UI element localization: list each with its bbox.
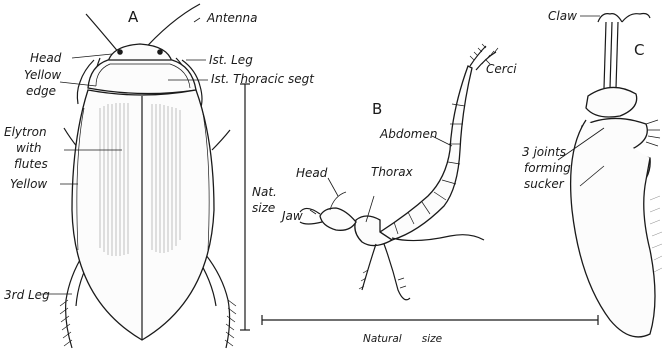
panel-label-b: B (372, 100, 382, 118)
panel-label-c: C (634, 41, 644, 59)
panel-label-a: A (128, 8, 139, 26)
label-joints-line1: 3 joints (522, 145, 566, 159)
label-natural-size: Natural size (363, 333, 442, 345)
label-third-leg: 3rd Leg (4, 288, 50, 302)
label-elytron-line1: Elytron (4, 125, 47, 139)
label-first-thoracic-segment: Ist. Thoracic segt (211, 72, 315, 86)
nat-size-scale-bar (240, 84, 250, 330)
label-elytron-line2: with (16, 141, 41, 155)
label-joints-line3: sucker (524, 177, 565, 191)
label-abdomen: Abdomen (379, 127, 437, 141)
label-first-leg: Ist. Leg (209, 53, 253, 67)
label-thorax: Thorax (371, 165, 414, 179)
label-cerci: Cerci (486, 62, 517, 76)
label-jaw: Jaw (280, 209, 303, 223)
label-yellow-edge-line1: Yellow (24, 68, 61, 82)
label-head: Head (30, 51, 62, 65)
label-yellow: Yellow (10, 177, 47, 191)
label-elytron-line3: flutes (14, 157, 48, 171)
label-yellow-edge-line2: edge (26, 84, 56, 98)
label-nat-size-line1: Nat. (252, 185, 277, 199)
natural-size-scale-bar (262, 315, 598, 325)
label-head: Head (296, 166, 328, 180)
label-claw: Claw (548, 9, 577, 23)
label-antenna: Antenna (206, 11, 257, 25)
leg-detail-drawing (571, 14, 662, 337)
label-nat-size-line2: size (252, 201, 275, 215)
label-joints-line2: forming (524, 161, 571, 175)
